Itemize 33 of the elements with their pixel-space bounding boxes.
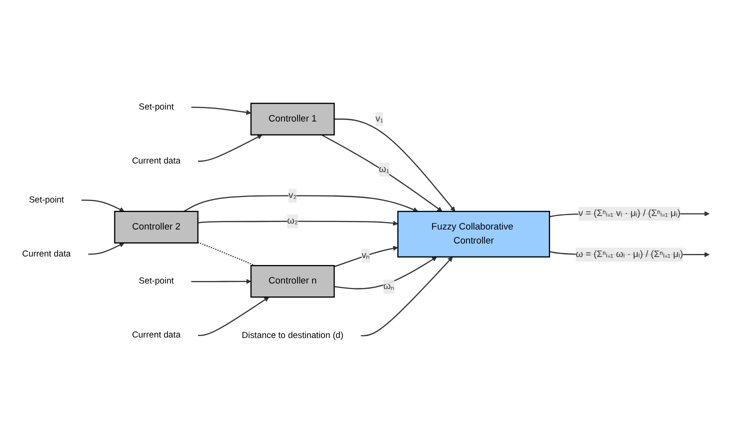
arrow [81,200,124,212]
arrow [198,134,262,162]
node-box: Controller 1 [250,102,335,136]
edge-label: ωₙ [383,281,394,292]
arrow [191,106,252,115]
edge-label: v₂ [288,190,297,200]
arrow [191,278,252,284]
arrow [321,134,442,212]
arrow [360,256,453,336]
node-text: Set-point [138,102,174,112]
arrow [88,242,124,255]
arrow [334,246,398,268]
edge-label: ω₂ [287,216,298,226]
node-text: Current data [132,330,181,340]
node-box: Fuzzy Collaborative Controller [397,210,550,258]
node-text: Current data [22,248,71,259]
edge-label: ω = (Σⁿᵢ₌₁ ωᵢ · μᵢ) / (Σⁿᵢ₌₁ μᵢ) [576,249,684,260]
node-text: Set-point [138,276,174,286]
node-text: Set-point [28,194,64,205]
arrow [334,256,438,290]
edge-label: ω₁ [378,164,390,174]
arrow [198,220,398,226]
node-box: Controller n [250,265,335,298]
connector [198,242,256,266]
node-text: Distance to destination (d) [242,330,344,340]
arrow [198,296,270,336]
edge-label: v₁ [375,114,384,124]
edge-label: vₙ [362,250,370,260]
edge-label: v = (Σⁿᵢ₌₁ vᵢ · μᵢ) / (Σⁿᵢ₌₁ μᵢ) [578,208,681,218]
arrow [334,118,456,212]
arrow [183,195,418,212]
node-text: Current data [132,156,181,166]
node-box: Controller 2 [114,210,198,244]
